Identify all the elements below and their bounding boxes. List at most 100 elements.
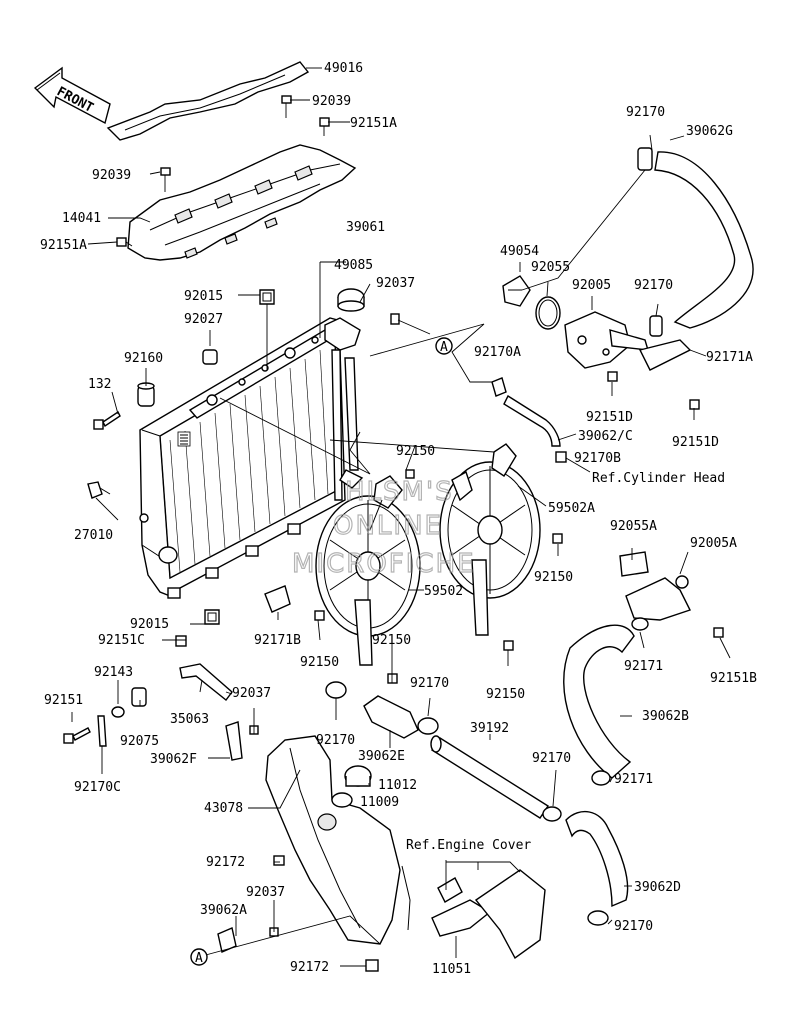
clamp-92170-hose-top-icon: [637, 147, 653, 171]
callout-92143: 92143: [94, 665, 133, 680]
callout-92015-top: 92015: [184, 289, 223, 304]
callout-92171b: 92171B: [254, 633, 301, 648]
shroud-plate-49016: [106, 61, 310, 141]
hose-39062g: [654, 151, 754, 329]
callout-92005a: 92005A: [690, 536, 737, 551]
ref-cylinder-head: Ref.Cylinder Head: [592, 471, 725, 486]
watermark-line-2: ONLINE: [333, 511, 443, 541]
watermark-line-3: MICROFICHE: [292, 549, 476, 579]
bracket-92171b-icon: [264, 585, 291, 613]
bracket-11051: [431, 869, 546, 960]
callout-92170-bottom: 92170: [614, 919, 653, 934]
callout-11051: 11051: [432, 962, 471, 977]
callout-92037-top: 92037: [376, 276, 415, 291]
bolt-92172-icon: [273, 855, 379, 972]
callout-49054: 49054: [500, 244, 539, 259]
radiator-bottom-lugs: [167, 523, 301, 599]
thermostat-49054-icon: [502, 275, 531, 307]
callout-92150-mid: 92150: [396, 444, 435, 459]
callout-92015-bottom: 92015: [130, 617, 169, 632]
connector-a-bottom: A: [190, 948, 208, 966]
callout-92170b: 92170B: [574, 451, 621, 466]
callout-92037-mid: 92037: [232, 686, 271, 701]
callout-92171-lower: 92171: [614, 772, 653, 787]
watermark-line-1: HLSM'S: [345, 477, 454, 507]
callout-92170-pipe: 92170: [532, 751, 571, 766]
tank-cap-11012-icon: [344, 765, 372, 787]
callout-39062d: 39062D: [634, 880, 681, 895]
bolt-92039-top-icon: [281, 95, 292, 118]
callout-92170-mid: 92170: [634, 278, 673, 293]
callout-49016: 49016: [324, 61, 363, 76]
bolt-92151b-icon: [713, 627, 724, 638]
bolt-92151d-icon: [607, 371, 700, 410]
callout-39062c: 39062/C: [578, 429, 633, 444]
clamp-92170-mid-icon: [649, 315, 663, 337]
callout-92055a: 92055A: [610, 519, 657, 534]
callout-92172-b: 92172: [290, 960, 329, 975]
gasket-11009-icon: [331, 792, 353, 808]
callout-labels: 49016 92039 92151A 92039 14041 92151A 39…: [40, 61, 757, 977]
callout-92150-right: 92150: [534, 570, 573, 585]
grommet-92027-icon: [202, 349, 218, 365]
clamp-92171-icon: [631, 617, 649, 631]
fan-59502: [315, 475, 421, 666]
connector-a-top-label: A: [440, 340, 448, 355]
bolt-92039-left-icon: [160, 167, 171, 192]
callout-39062g: 39062G: [686, 124, 733, 139]
callout-92172-a: 92172: [206, 855, 245, 870]
hose-39062e: [363, 695, 419, 739]
clip-92015-bottom-icon: [204, 609, 220, 625]
callout-92037-bottom: 92037: [246, 885, 285, 900]
callout-92150-fanright: 92150: [486, 687, 525, 702]
heat-shield-14041: [127, 144, 357, 261]
connector-a-top: A: [435, 337, 453, 355]
callout-92039-left: 92039: [92, 168, 131, 183]
bolt-132-icon: [93, 410, 121, 430]
clamp-92170-hose-e-icon: [417, 717, 439, 735]
clamp-92037-top-icon: [390, 313, 431, 335]
callout-14041: 14041: [62, 211, 101, 226]
ref-engine-cover: Ref.Engine Cover: [406, 838, 531, 853]
bracket-35063-icon: [179, 663, 233, 701]
radiator-top-rail: [188, 329, 334, 419]
tank-neck-icon: [317, 813, 337, 831]
clamp-92170-bottom-icon: [587, 910, 609, 926]
clamp-92170-pipe-icon: [542, 806, 562, 822]
callout-39062b: 39062B: [642, 709, 689, 724]
callout-35063: 35063: [170, 712, 209, 727]
hose-39062f-icon: [225, 721, 243, 761]
callout-43078: 43078: [204, 801, 243, 816]
callout-59502a: 59502A: [548, 501, 595, 516]
callout-132: 132: [88, 377, 111, 392]
hose-39062a-icon: [217, 927, 237, 953]
callout-92171: 92171: [624, 659, 663, 674]
bolt-92151a-top-icon: [319, 117, 330, 136]
callout-49085: 49085: [334, 258, 373, 273]
bracket-92171a-icon: [638, 339, 692, 371]
leader-lines: [71, 67, 731, 967]
callout-11009: 11009: [360, 795, 399, 810]
radiator-cap-49085: [324, 288, 365, 351]
callout-92151d-b: 92151D: [672, 435, 719, 450]
callout-39061: 39061: [346, 220, 385, 235]
thermostat-housing-92005: [564, 311, 649, 369]
clamp-92171-lower-icon: [591, 770, 611, 786]
front-arrow-icon: FRONT: [33, 66, 111, 125]
bolt-92151c-icon: [175, 635, 187, 647]
clamp-92170a-icon: [491, 377, 507, 397]
callout-92170-hose-e: 92170: [410, 676, 449, 691]
radiator-core: [139, 317, 357, 597]
callout-92055: 92055: [531, 260, 570, 275]
callout-92151a-top: 92151A: [350, 116, 397, 131]
callout-39062e: 39062E: [358, 749, 405, 764]
callout-92170c: 92170C: [74, 780, 121, 795]
hose-39062b: [563, 624, 635, 779]
callout-92170-left: 92170: [316, 733, 355, 748]
callout-92005: 92005: [572, 278, 611, 293]
damper-92160-icon: [137, 382, 155, 407]
callout-59502: 59502: [424, 584, 463, 599]
fan-59502a: [439, 443, 541, 636]
callout-39192: 39192: [470, 721, 509, 736]
